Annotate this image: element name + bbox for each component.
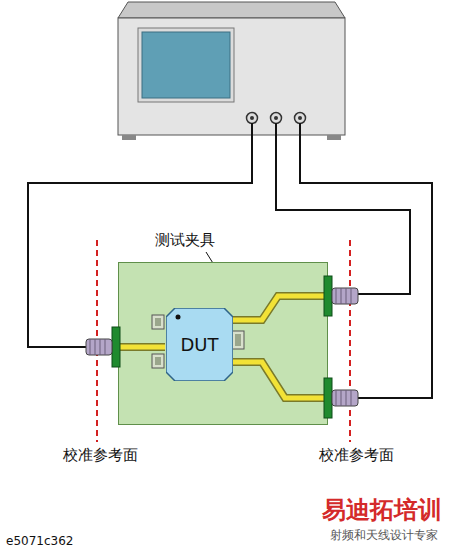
figure-id: e5071c362 <box>6 534 73 548</box>
trace <box>232 362 324 398</box>
reference-plane <box>97 240 350 442</box>
trace <box>232 296 324 320</box>
test-fixture: DUT测试夹具 <box>118 262 328 425</box>
pad <box>155 357 161 365</box>
chip-label: DUT <box>180 334 218 355</box>
pad <box>232 331 244 349</box>
network-analyzer <box>118 2 345 140</box>
pad <box>235 334 241 346</box>
plane-label: 校准参考面 <box>63 446 138 465</box>
plane-label: 校准参考面 <box>319 446 394 465</box>
trace <box>232 296 324 320</box>
pad <box>155 318 161 326</box>
pad <box>152 354 164 368</box>
dut-chip: DUT <box>166 308 233 381</box>
fixture-label: 测试夹具 <box>155 231 215 250</box>
trace <box>120 343 165 351</box>
sma-connector <box>86 327 120 367</box>
sma-connector <box>324 378 358 418</box>
watermark: 易迪拓培训 <box>322 494 442 526</box>
trace <box>232 362 324 398</box>
pad <box>152 315 164 329</box>
trace <box>120 345 165 350</box>
cable <box>28 123 432 398</box>
sma-connector <box>324 276 358 316</box>
watermark: 射频和天线设计专家 <box>330 527 438 544</box>
